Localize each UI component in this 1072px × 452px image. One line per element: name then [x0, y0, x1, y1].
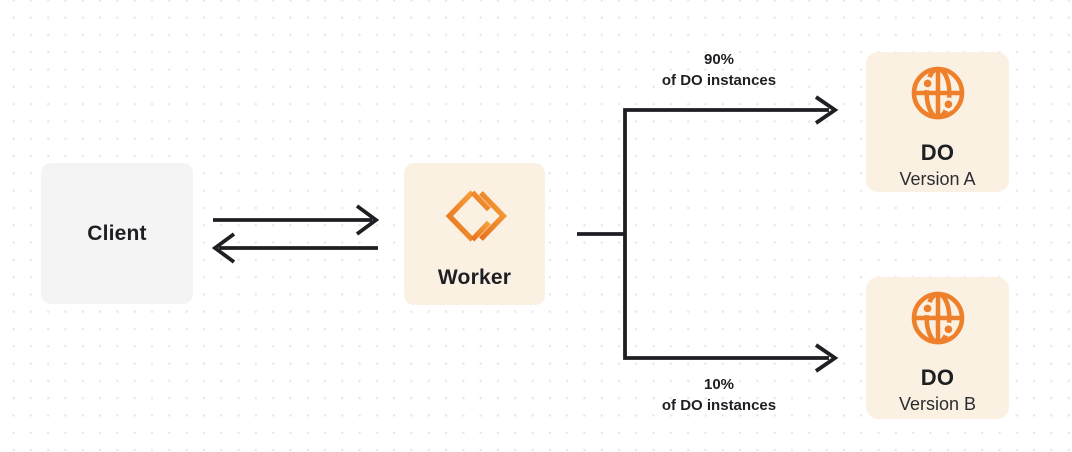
- do-b-title: DO: [920, 365, 955, 390]
- arrowhead-to-version-b: [814, 343, 839, 373]
- do-b-subtitle: Version B: [898, 394, 977, 414]
- globe-dot: [944, 100, 952, 109]
- arrow-worker-to-client: [211, 232, 378, 264]
- globe-dot: [923, 304, 931, 313]
- globe-dot: [944, 325, 952, 334]
- do-version-a-node: DO Version A: [866, 52, 1009, 192]
- durable-object-globe-icon: [911, 66, 964, 120]
- workers-icon: [445, 190, 507, 242]
- branch-top-percent: 90%: [703, 51, 735, 68]
- worker-label: Worker: [437, 266, 512, 289]
- branch-bottom-caption: of DO instances: [661, 397, 777, 414]
- branch-top-label: 90% of DO instances: [662, 49, 776, 91]
- arrowhead-to-version-a: [814, 95, 839, 125]
- do-version-b-node: DO Version B: [866, 277, 1009, 419]
- client-node: Client: [41, 163, 193, 304]
- branch-bottom-label: 10% of DO instances: [662, 374, 776, 416]
- durable-object-globe-icon: [911, 291, 964, 345]
- globe-dot: [923, 79, 931, 88]
- branch-bottom-percent: 10%: [703, 376, 735, 393]
- do-a-title: DO: [920, 140, 955, 165]
- arrow-client-to-worker: [213, 204, 380, 236]
- do-a-subtitle: Version A: [899, 169, 976, 189]
- client-label: Client: [87, 221, 147, 245]
- worker-node: Worker: [404, 163, 545, 305]
- branch-top-caption: of DO instances: [661, 72, 777, 89]
- branch-tree: [577, 95, 839, 373]
